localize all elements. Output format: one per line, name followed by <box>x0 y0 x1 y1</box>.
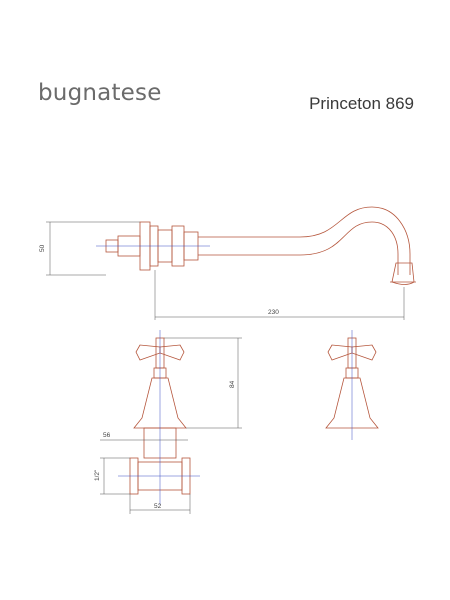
left-valve-centerline <box>118 330 200 505</box>
spout-length-label: 230 <box>268 309 279 316</box>
nut-width-label: 52 <box>154 503 162 510</box>
body-width-label: 56 <box>103 432 111 439</box>
model-name: Princeton 869 <box>309 94 414 113</box>
spout-dimension-lines <box>46 221 405 320</box>
brand-logo: bugnatese <box>38 80 162 106</box>
handle-height-label: 84 <box>229 380 236 388</box>
spout-height-label: 50 <box>39 244 46 252</box>
thread-size-label: 1/2" <box>94 469 101 481</box>
left-valve-dimension-lines <box>100 337 242 514</box>
